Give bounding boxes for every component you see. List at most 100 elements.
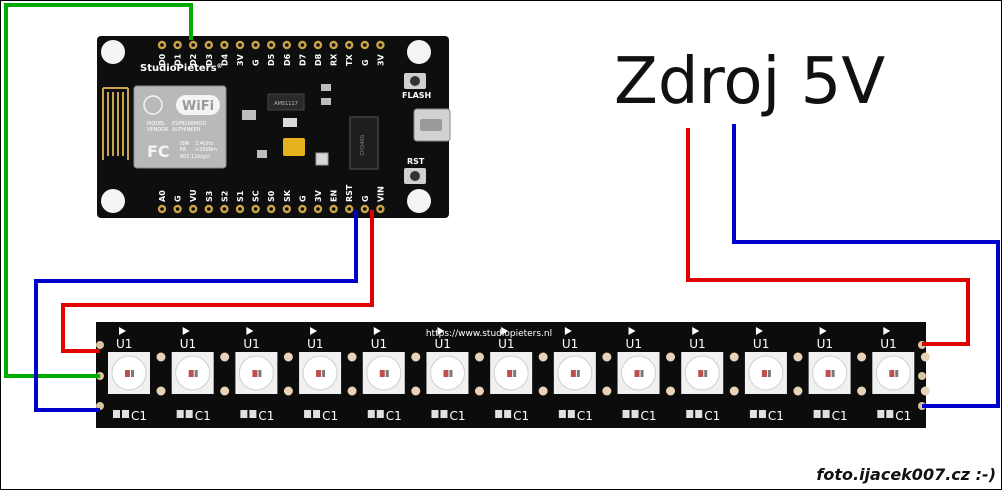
led-die [258, 370, 262, 377]
module-line: MODEL [147, 121, 165, 127]
led-label: U1 [880, 337, 896, 351]
capacitor-pad [113, 410, 120, 418]
capacitor-pad [240, 410, 248, 418]
pin-hole-center [191, 207, 195, 211]
capacitor-pad [431, 410, 439, 418]
led-label: U1 [753, 337, 769, 351]
bottom-pin-label: 3V [314, 189, 323, 202]
bottom-pin-label: G [361, 195, 370, 202]
capacitor-pad [622, 410, 630, 418]
solder-pad [283, 386, 293, 396]
module-line: AI-THINKER [172, 127, 201, 133]
pin-hole-center [331, 207, 336, 211]
solder-pad [666, 352, 676, 362]
pin-hole-center [316, 43, 320, 47]
top-pin-label: 3V [236, 53, 245, 66]
direction-arrow-icon [564, 327, 572, 335]
top-pin-label: D0 [158, 53, 167, 66]
solder-pad [920, 386, 930, 396]
capacitor-pad [176, 410, 184, 418]
led-die [761, 370, 767, 377]
bottom-pin-label: A0 [158, 190, 167, 202]
capacitor-pad [877, 410, 885, 418]
pin-hole-center [269, 207, 274, 211]
led-die [634, 370, 640, 377]
led-die [889, 370, 895, 377]
smd-resistor [257, 150, 267, 158]
button-cap [410, 171, 420, 181]
top-pin-label: TX [345, 54, 354, 66]
solder-pad [793, 386, 803, 396]
direction-arrow-icon [246, 327, 254, 335]
capacitor-pad [749, 410, 757, 418]
capacitor-pad [313, 410, 321, 418]
capacitor-label: C1 [641, 409, 657, 423]
pin-hole-center [363, 207, 367, 211]
capacitor-label: C1 [704, 409, 720, 423]
module-spec: PA [180, 147, 187, 153]
pin-hole-center [160, 43, 164, 47]
tantalum-capacitor [283, 138, 305, 156]
fcc-logo: FC [147, 142, 170, 161]
supply-negative-wire [732, 124, 1000, 408]
solder-pad [220, 386, 230, 396]
pin-hole-center [238, 43, 242, 47]
top-pin-label: D5 [267, 53, 276, 66]
led-label: U1 [498, 337, 514, 351]
led-die [767, 370, 771, 377]
direction-arrow-icon [883, 327, 891, 335]
crystal [315, 152, 329, 166]
top-pin-label: D4 [220, 53, 229, 66]
led-die [379, 370, 385, 377]
capacitor-pad [376, 410, 384, 418]
capacitor-label: C1 [386, 409, 402, 423]
chip-label: CH340G [360, 135, 366, 156]
strip-pad [96, 341, 104, 349]
capacitor-pad [558, 410, 566, 418]
capacitor-pad [758, 410, 766, 418]
strip-url: https://www.studiopieters.nl [426, 329, 552, 339]
wifi-logo: WiFi [182, 99, 214, 114]
led-label: U1 [371, 337, 387, 351]
led-die [570, 370, 576, 377]
direction-arrow-icon [373, 327, 381, 335]
solder-pad [538, 352, 548, 362]
board-brand: StudioPieters® [140, 63, 223, 74]
led-label: U1 [243, 337, 259, 351]
capacitor-pad [249, 410, 257, 418]
voltage-regulator [267, 93, 305, 111]
solder-pad [920, 352, 930, 362]
capacitor-label: C1 [832, 409, 848, 423]
capacitor-label: C1 [895, 409, 911, 423]
photo-credit: foto.ijacek007.cz :-) [816, 465, 996, 484]
led-die [576, 370, 580, 377]
capacitor-label: C1 [577, 409, 593, 423]
bottom-pin-label: SC [252, 190, 261, 202]
top-pin-label: D6 [283, 53, 292, 66]
supply-positive-wire [686, 128, 970, 346]
pin-hole-center [300, 43, 305, 47]
direction-arrow-icon [119, 327, 126, 335]
capacitor-pad [822, 410, 830, 418]
capacitor-pad [695, 410, 703, 418]
pin-hole-center [253, 43, 258, 47]
pin-hole-center [238, 207, 242, 211]
solder-pad [156, 386, 166, 396]
capacitor-label: C1 [768, 409, 784, 423]
top-pin-label: D1 [174, 53, 183, 66]
capacitor-pad [567, 410, 575, 418]
bottom-pin-label: S3 [205, 191, 214, 202]
mounting-hole [101, 40, 125, 64]
led-label: U1 [562, 337, 578, 351]
led-die [131, 370, 134, 377]
pin-hole-center [175, 207, 180, 211]
pin-hole-center [222, 207, 227, 211]
direction-arrow-icon [819, 327, 827, 335]
bottom-pin-label: S0 [267, 190, 276, 202]
smd-resistor [321, 98, 331, 105]
